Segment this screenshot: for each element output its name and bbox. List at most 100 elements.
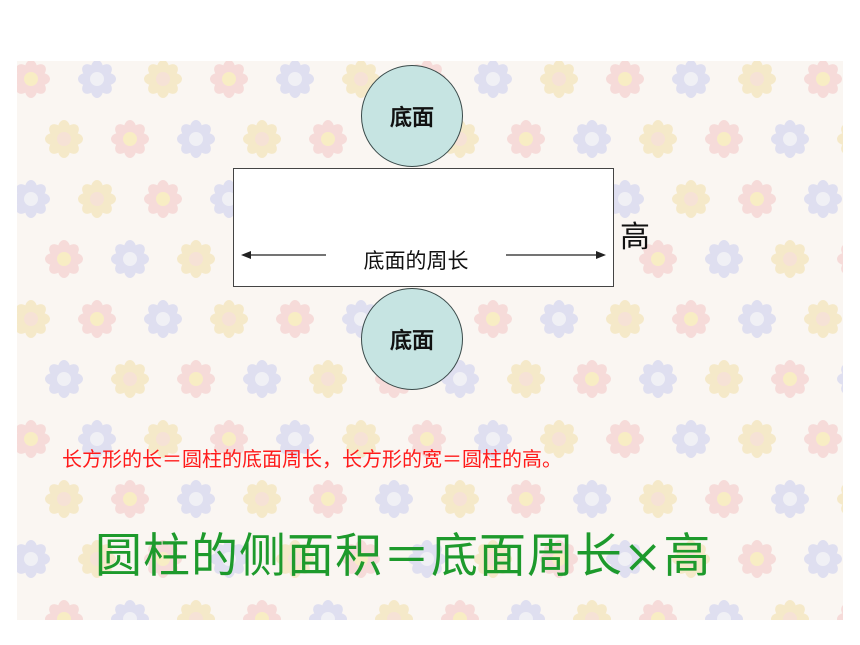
flower-decoration bbox=[276, 540, 314, 578]
flower-decoration bbox=[573, 360, 611, 398]
flower-decoration bbox=[210, 420, 248, 458]
flower-decoration bbox=[639, 600, 677, 620]
flower-decoration bbox=[375, 600, 413, 620]
flower-decoration bbox=[672, 300, 710, 338]
flower-decoration bbox=[309, 120, 347, 158]
flower-decoration bbox=[672, 540, 710, 578]
height-label: 高 bbox=[620, 220, 650, 255]
top-base-label: 底面 bbox=[389, 106, 434, 131]
flower-decoration bbox=[375, 480, 413, 518]
flower-decoration bbox=[78, 420, 116, 458]
flower-decoration bbox=[276, 61, 314, 98]
flower-decoration bbox=[17, 420, 50, 458]
bottom-base-circle: 底面 bbox=[361, 288, 463, 390]
flower-decoration bbox=[342, 540, 380, 578]
flower-decoration bbox=[144, 180, 182, 218]
flower-decoration bbox=[705, 360, 743, 398]
flower-decoration bbox=[837, 604, 843, 620]
flower-decoration bbox=[540, 540, 578, 578]
flower-decoration bbox=[45, 120, 83, 158]
flower-decoration bbox=[606, 300, 644, 338]
flower-decoration bbox=[639, 240, 677, 278]
flower-decoration bbox=[837, 244, 843, 274]
arrow-head-left bbox=[241, 251, 251, 259]
flower-decoration bbox=[639, 480, 677, 518]
flower-decoration bbox=[144, 420, 182, 458]
flower-decoration bbox=[507, 480, 545, 518]
flower-decoration bbox=[276, 420, 314, 458]
flower-decoration bbox=[606, 61, 644, 98]
flower-decoration bbox=[177, 600, 215, 620]
flower-decoration bbox=[771, 480, 809, 518]
flower-decoration bbox=[738, 540, 776, 578]
flower-decoration bbox=[210, 540, 248, 578]
flower-decoration bbox=[672, 61, 710, 98]
flower-decoration bbox=[78, 300, 116, 338]
flower-decoration bbox=[705, 240, 743, 278]
flower-decoration bbox=[441, 480, 479, 518]
flower-decoration bbox=[738, 300, 776, 338]
flower-decoration bbox=[144, 300, 182, 338]
flower-decoration bbox=[177, 360, 215, 398]
arrow-head-right bbox=[596, 251, 606, 259]
flower-decoration bbox=[672, 420, 710, 458]
flower-decoration bbox=[738, 61, 776, 98]
flower-decoration bbox=[17, 61, 50, 98]
flower-decoration bbox=[144, 61, 182, 98]
bottom-base-label: 底面 bbox=[389, 329, 434, 354]
flower-decoration bbox=[17, 180, 50, 218]
flower-decoration bbox=[837, 484, 843, 514]
flower-decoration bbox=[408, 540, 446, 578]
lateral-area-formula: 圆柱的侧面积＝底面周长×高 bbox=[95, 529, 712, 584]
flower-decoration bbox=[17, 540, 50, 578]
flower-decoration bbox=[804, 300, 842, 338]
flower-decoration bbox=[474, 300, 512, 338]
flower-decoration bbox=[573, 600, 611, 620]
flower-decoration bbox=[78, 61, 116, 98]
flower-decoration bbox=[243, 120, 281, 158]
flower-decoration bbox=[144, 540, 182, 578]
flower-decoration bbox=[606, 420, 644, 458]
flower-decoration bbox=[210, 61, 248, 98]
flower-decoration bbox=[804, 540, 842, 578]
flower-decoration bbox=[672, 180, 710, 218]
flower-decoration bbox=[804, 180, 842, 218]
flower-decoration bbox=[738, 180, 776, 218]
flower-decoration bbox=[507, 120, 545, 158]
flower-decoration bbox=[507, 360, 545, 398]
flower-decoration bbox=[45, 480, 83, 518]
circumference-label: 底面的周长 bbox=[326, 246, 506, 276]
flower-decoration bbox=[78, 180, 116, 218]
flower-decoration bbox=[573, 480, 611, 518]
flower-decoration bbox=[177, 120, 215, 158]
flower-decoration bbox=[111, 240, 149, 278]
flower-decoration bbox=[771, 240, 809, 278]
flower-decoration bbox=[540, 61, 578, 98]
flower-decoration bbox=[342, 420, 380, 458]
flower-decoration bbox=[771, 600, 809, 620]
flower-decoration bbox=[705, 600, 743, 620]
relation-text: 长方形的长＝圆柱的底面周长，长方形的宽＝圆柱的高。 bbox=[62, 447, 562, 471]
flower-decoration bbox=[738, 420, 776, 458]
flower-decoration bbox=[78, 540, 116, 578]
flower-decoration bbox=[441, 600, 479, 620]
flower-decoration bbox=[573, 120, 611, 158]
flower-decoration bbox=[804, 420, 842, 458]
flower-decoration bbox=[540, 300, 578, 338]
flower-decoration bbox=[111, 360, 149, 398]
flower-decoration bbox=[45, 240, 83, 278]
flower-decoration bbox=[111, 480, 149, 518]
flower-decoration bbox=[771, 360, 809, 398]
flower-decoration bbox=[210, 300, 248, 338]
flower-decoration bbox=[540, 420, 578, 458]
flower-decoration bbox=[243, 360, 281, 398]
flower-decoration bbox=[837, 364, 843, 394]
flower-decoration bbox=[771, 120, 809, 158]
flower-decoration bbox=[705, 120, 743, 158]
top-base-circle: 底面 bbox=[361, 65, 463, 167]
flower-decoration bbox=[45, 600, 83, 620]
flower-decoration bbox=[276, 300, 314, 338]
flower-decoration bbox=[507, 600, 545, 620]
flower-decoration bbox=[705, 480, 743, 518]
